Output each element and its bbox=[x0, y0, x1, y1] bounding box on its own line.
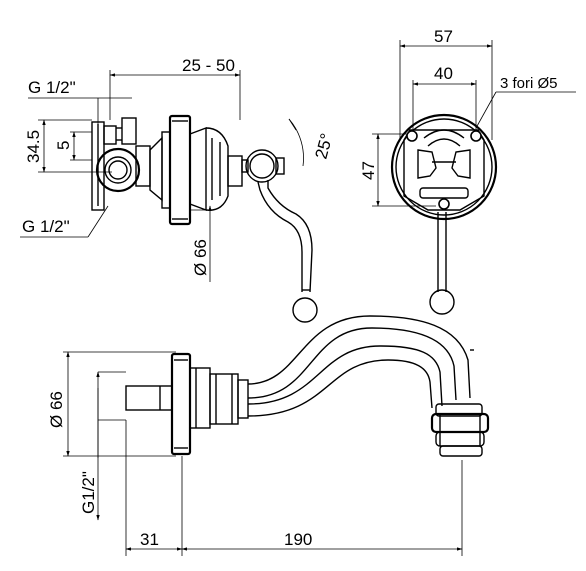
dimension-25-50-label: 25 - 50 bbox=[182, 56, 235, 75]
dimension-31-label: 31 bbox=[140, 530, 159, 549]
spout-view: Ø 66 G1/2" bbox=[47, 315, 490, 556]
side-view: 25 - 50 G 1/2" 34.5 5 bbox=[20, 56, 337, 323]
thread-bottom-label: G 1/2" bbox=[22, 217, 70, 236]
front-view: 57 40 3 fori Ø5 47 bbox=[359, 27, 576, 315]
thread-top-label: G 1/2" bbox=[28, 78, 76, 97]
mounting-holes-label: 3 fori Ø5 bbox=[500, 75, 558, 92]
angle-25-label: 25° bbox=[312, 131, 337, 161]
dimension-47-label: 47 bbox=[359, 161, 378, 180]
dimension-34-5-label: 34.5 bbox=[24, 130, 43, 163]
dimension-5-label: 5 bbox=[54, 141, 73, 150]
spout-thread-label: G1/2" bbox=[79, 471, 98, 514]
dimension-57-label: 57 bbox=[434, 27, 453, 46]
diameter-66-top-label: Ø 66 bbox=[191, 239, 210, 276]
dimension-190-label: 190 bbox=[284, 530, 312, 549]
dimension-40-label: 40 bbox=[434, 64, 453, 83]
diameter-66-bottom-label: Ø 66 bbox=[47, 391, 66, 428]
